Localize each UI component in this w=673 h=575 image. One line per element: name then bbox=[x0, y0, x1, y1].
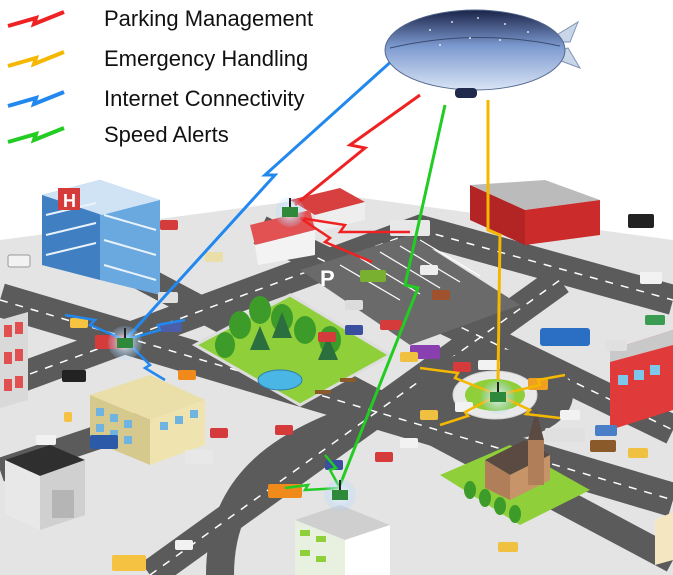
vehicles bbox=[7, 214, 665, 571]
hospital-building: H bbox=[42, 180, 160, 295]
yellow-lightning-icon bbox=[7, 50, 65, 68]
right-bottom-building bbox=[655, 512, 673, 565]
parking-sign: P bbox=[320, 266, 335, 291]
office-building bbox=[90, 375, 205, 465]
legend-label: Internet Connectivity bbox=[104, 86, 305, 111]
legend-item-emergency: Emergency Handling bbox=[0, 42, 308, 76]
blue-lightning-icon bbox=[7, 90, 65, 108]
legend-label: Speed Alerts bbox=[104, 122, 229, 147]
sensor-node-left-intersection bbox=[108, 326, 142, 360]
sensor-node-bottom bbox=[324, 479, 356, 511]
communication-links bbox=[64, 56, 566, 492]
left-apartments bbox=[0, 312, 28, 408]
red-lightning-icon bbox=[7, 10, 65, 28]
blimp bbox=[384, 9, 582, 98]
dark-warehouse bbox=[5, 445, 85, 530]
legend-item-parking: Parking Management bbox=[0, 2, 313, 36]
legend-label: Emergency Handling bbox=[104, 46, 309, 71]
legend-item-speed: Speed Alerts bbox=[0, 118, 229, 152]
parking-lot: P bbox=[300, 235, 520, 345]
legend-label: Parking Management bbox=[104, 6, 314, 31]
central-park bbox=[191, 293, 393, 407]
legend-item-internet: Internet Connectivity bbox=[0, 82, 305, 116]
green-lightning-icon bbox=[7, 126, 65, 144]
red-building-right bbox=[610, 330, 673, 430]
gas-station bbox=[250, 188, 365, 265]
bottom-apartments bbox=[295, 505, 390, 575]
warehouse-building bbox=[470, 180, 600, 245]
church bbox=[440, 410, 590, 525]
sensor-node-gas-station bbox=[275, 197, 305, 227]
hospital-sign: H bbox=[63, 191, 76, 211]
sensor-node-roundabout bbox=[481, 380, 515, 414]
